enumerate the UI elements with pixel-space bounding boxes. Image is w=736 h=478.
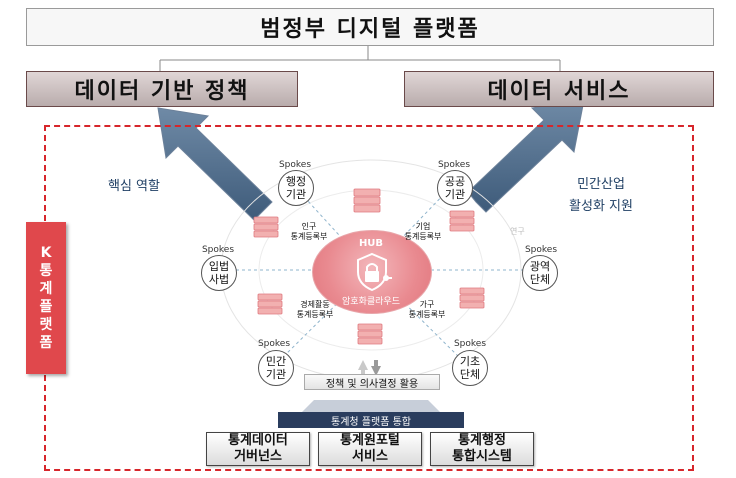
register-line: 통계등록부 (290, 232, 328, 241)
data-stack-icon (357, 323, 383, 345)
data-policy-box: 데이터 기반 정책 (26, 71, 298, 107)
register-population: 인구 통계등록부 (274, 222, 344, 242)
policy-decision-box: 정책 및 의사결정 활용 (304, 374, 440, 390)
register-line: 기업 (415, 222, 431, 231)
spoke-caption: Spokes (453, 339, 487, 349)
left-arrow (157, 107, 273, 221)
k-char: 랫 (39, 317, 53, 333)
data-stack-icon (257, 293, 283, 315)
data-stack-icon (353, 188, 381, 213)
up-down-arrows (358, 360, 381, 376)
spoke-line: 공공 (444, 175, 466, 188)
register-line: 통계등록부 (408, 310, 446, 319)
register-economic: 경제활동 통계등록부 (280, 300, 350, 320)
register-line: 통계등록부 (404, 232, 442, 241)
spoke-caption: Spokes (524, 245, 558, 255)
spoke-caption: Spokes (278, 160, 312, 170)
spoke-line: 광역 (529, 260, 551, 273)
integration-arrow (302, 400, 440, 412)
system-line: 통계데이터 (228, 433, 288, 448)
system-line: 통계원포털 (340, 433, 400, 448)
spoke-line: 사법 (208, 273, 230, 286)
data-stack-icon (459, 287, 485, 309)
spoke-caption: Spokes (257, 339, 291, 349)
k-char: 통 (39, 263, 53, 279)
system-line: 거버넌스 (234, 449, 282, 464)
register-line: 경제활동 (300, 300, 330, 309)
spoke-line: 민간 (265, 355, 287, 368)
spoke-line: 기관 (265, 368, 287, 381)
spoke-caption: Spokes (201, 245, 235, 255)
system-line: 통합시스템 (452, 449, 512, 464)
register-household: 가구 통계등록부 (392, 300, 462, 320)
register-line: 인구 (301, 222, 317, 231)
k-char: K (40, 245, 52, 261)
system-line: 서비스 (352, 449, 388, 464)
platform-title: 범정부 디지털 플랫폼 (26, 8, 714, 46)
register-line: 통계등록부 (296, 310, 334, 319)
register-business: 기업 통계등록부 (388, 222, 458, 242)
k-char: 플 (39, 299, 53, 315)
title-connector (159, 46, 561, 71)
k-char: 계 (39, 281, 53, 297)
spoke-line: 단체 (529, 273, 551, 286)
core-role-label: 핵심 역할 (108, 179, 160, 194)
k-char: 폼 (39, 335, 53, 351)
hub-circle (312, 230, 432, 314)
spoke-line: 단체 (459, 368, 481, 381)
private-support-line1: 민간산업 (577, 177, 625, 192)
spoke-line: 기관 (444, 188, 466, 201)
data-stack-icon (253, 216, 279, 238)
private-support-line2: 활성화 지원 (569, 199, 633, 214)
private-support-label: 민간산업 활성화 지원 (556, 174, 646, 218)
spoke-caption: Spokes (437, 160, 471, 170)
data-stack-icon (449, 210, 475, 232)
k-platform-label: K 통 계 플 랫 폼 (26, 222, 66, 374)
spoke-line: 입법 (208, 260, 230, 273)
spoke-line: 행정 (285, 175, 307, 188)
spoke-line: 기초 (459, 355, 481, 368)
faint-research-label: 연구 (510, 227, 525, 236)
hub-label: HUB (358, 238, 384, 249)
spoke-line: 기관 (285, 188, 307, 201)
system-line: 통계행정 (458, 433, 506, 448)
integration-banner: 통계청 플랫폼 통합 (278, 412, 464, 428)
lock-shield-icon (357, 252, 392, 292)
register-line: 가구 (419, 300, 435, 309)
crypto-cloud-label: 암호화클라우드 (342, 297, 400, 307)
data-service-box: 데이터 서비스 (404, 71, 714, 107)
